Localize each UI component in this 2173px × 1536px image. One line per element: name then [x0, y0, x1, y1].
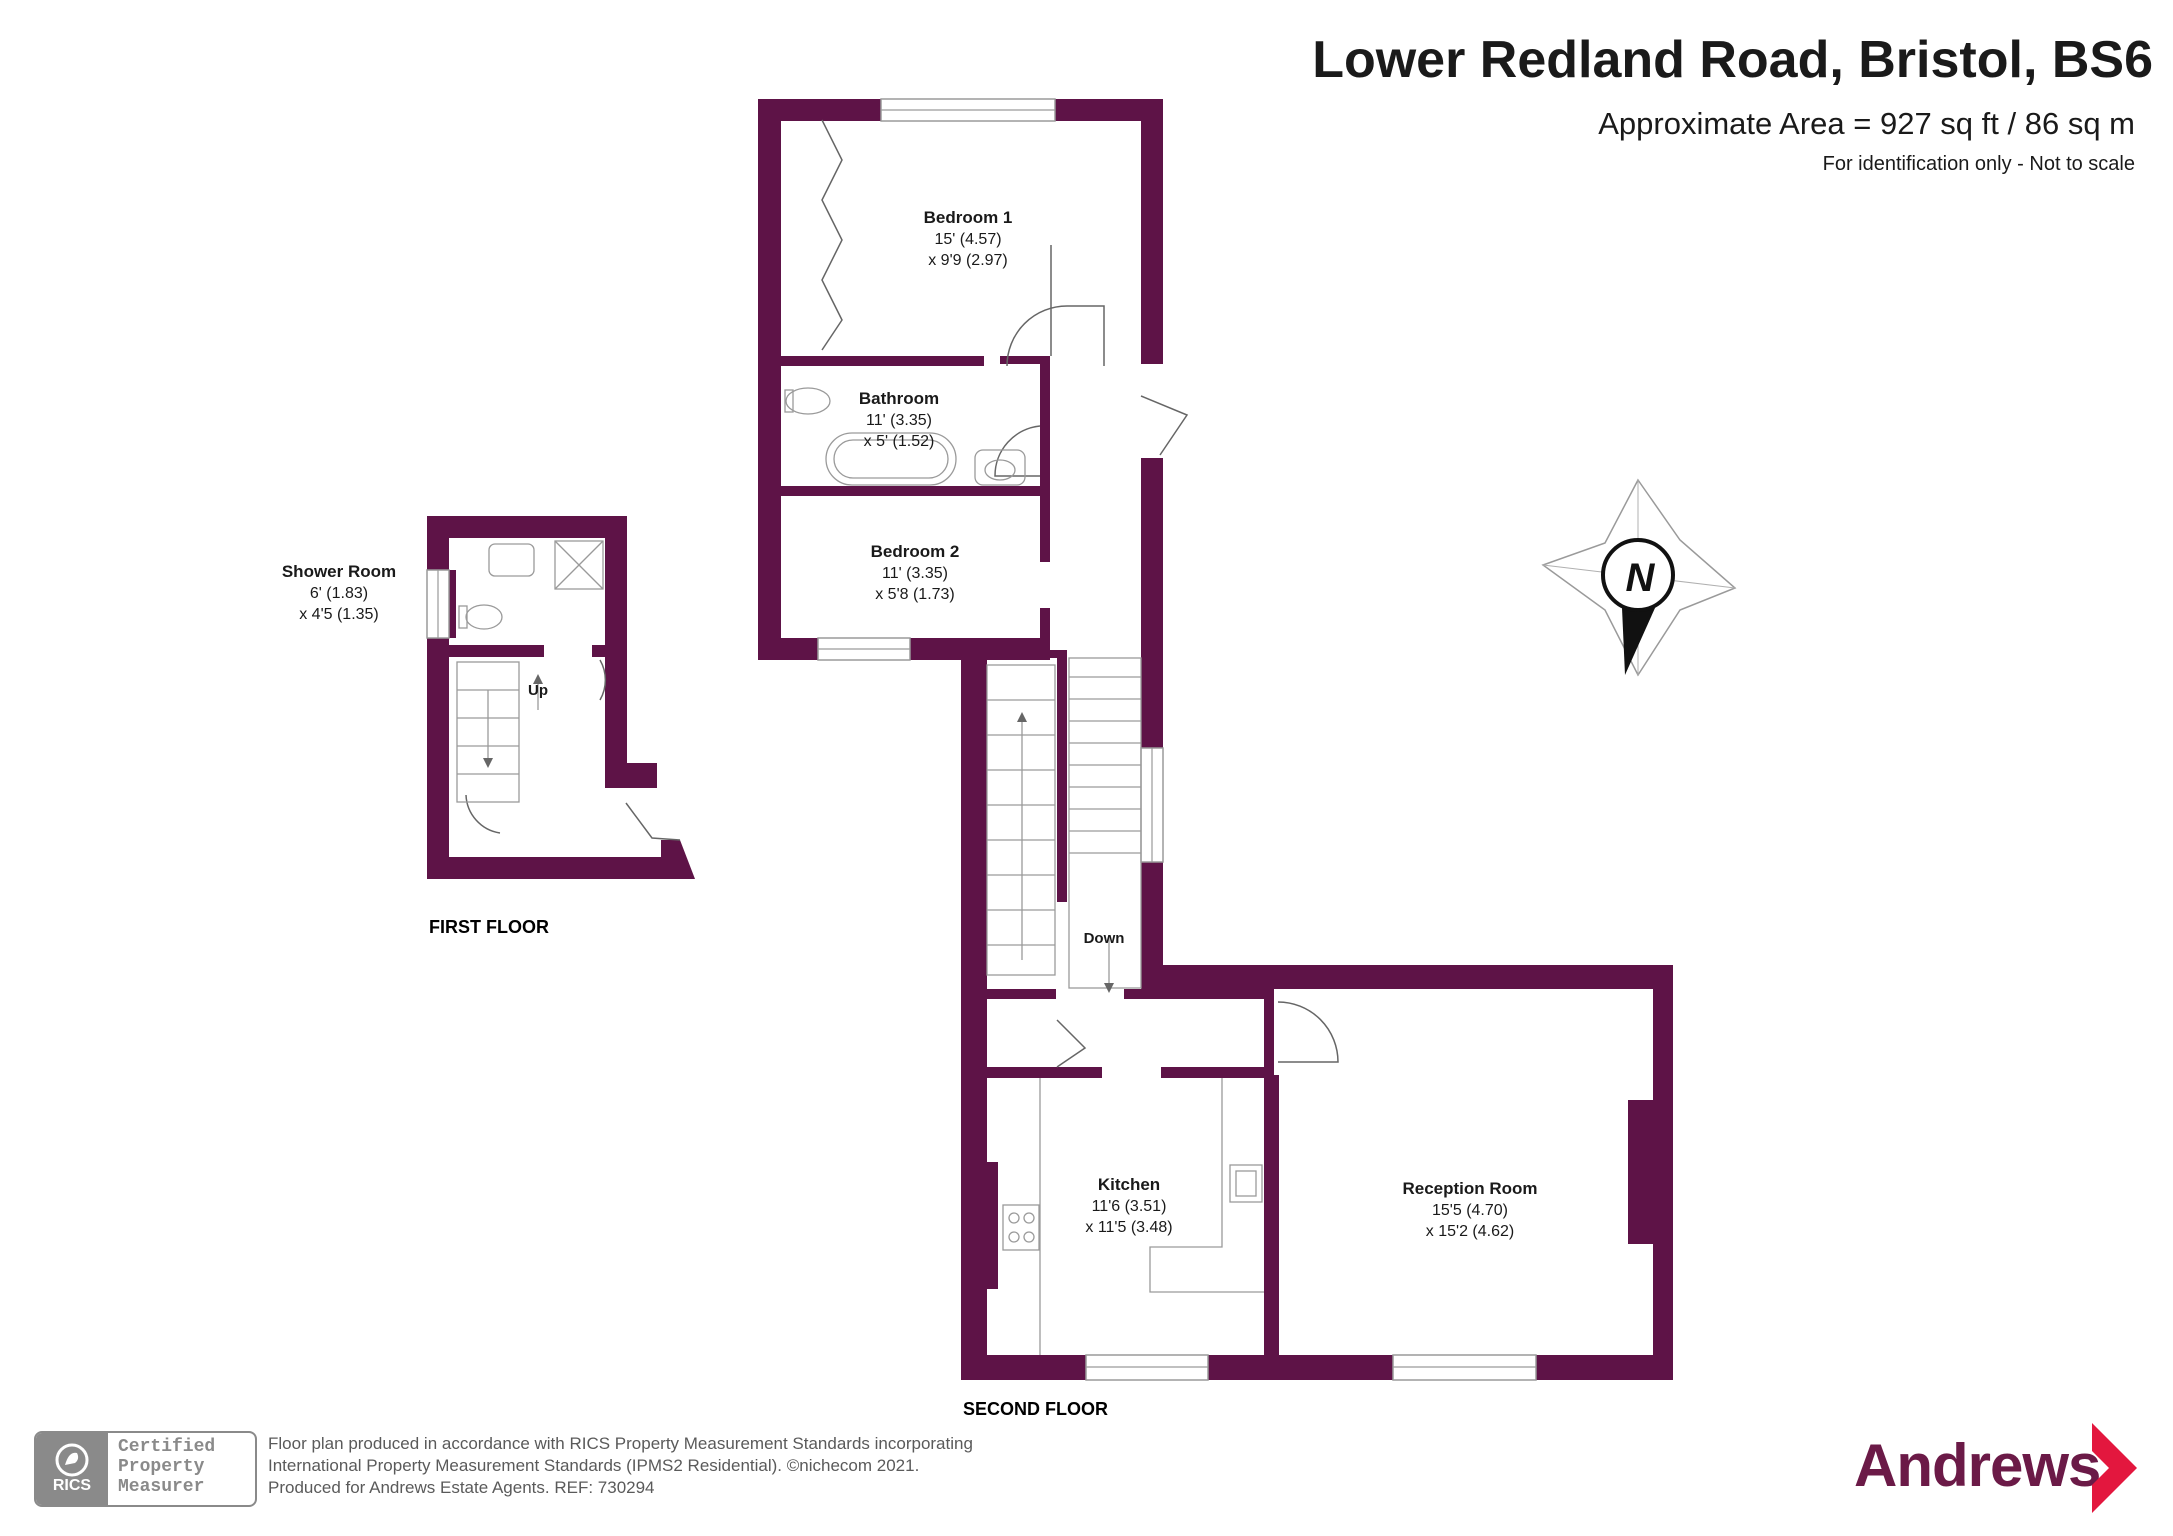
window-sills — [437, 109, 1536, 1368]
compass: N — [1541, 478, 1737, 677]
room-shower-room: Shower Room 6' (1.83) x 4'5 (1.35) — [282, 562, 396, 623]
scale-note: For identification only - Not to scale — [1822, 153, 2135, 175]
room-dimension: 15' (4.57) — [934, 231, 1001, 248]
room-name: Bedroom 2 — [871, 542, 960, 561]
room-name: Bedroom 1 — [924, 208, 1013, 227]
rics-logo-text: RICS — [52, 1477, 92, 1494]
stairs — [456, 657, 1142, 990]
room-dimension: x 11'5 (3.48) — [1085, 1219, 1172, 1236]
north-label: N — [1626, 556, 1656, 600]
disclaimer-line: Floor plan produced in accordance with R… — [268, 1434, 973, 1453]
badge-line: Property — [118, 1457, 205, 1477]
room-dimension: 6' (1.83) — [310, 585, 368, 602]
stair-up-label: Up — [528, 682, 548, 699]
room-dimension: x 4'5 (1.35) — [299, 606, 379, 623]
disclaimer-line: Produced for Andrews Estate Agents. REF:… — [268, 1478, 655, 1497]
rics-badge: RICS Certified Property Measurer — [34, 1431, 257, 1507]
floor-label-first: FIRST FLOOR — [429, 917, 549, 937]
lion-icon — [55, 1443, 89, 1477]
room-name: Kitchen — [1098, 1175, 1160, 1194]
brand-arrow-icon — [2092, 1423, 2137, 1513]
stair-arrows — [483, 674, 1114, 993]
room-name: Bathroom — [859, 389, 939, 408]
room-dimension: 15'5 (4.70) — [1432, 1202, 1508, 1219]
room-dimension: x 5'8 (1.73) — [875, 586, 955, 603]
brand-logo: Andrews — [1854, 1423, 2154, 1513]
room-dimension: 11' (3.35) — [866, 412, 932, 429]
room-bathroom: Bathroom 11' (3.35) x 5' (1.52) — [859, 389, 939, 450]
room-dimension: x 15'2 (4.62) — [1426, 1223, 1514, 1240]
room-bedroom-2: Bedroom 2 11' (3.35) x 5'8 (1.73) — [871, 542, 960, 603]
plan-title: Lower Redland Road, Bristol, BS6 — [1312, 31, 2153, 89]
floor-label-second: SECOND FLOOR — [963, 1399, 1108, 1419]
doors — [465, 119, 1339, 1068]
room-bedroom-1: Bedroom 1 15' (4.57) x 9'9 (2.97) — [924, 208, 1013, 269]
room-name: Shower Room — [282, 562, 396, 581]
fixtures — [458, 387, 1264, 1355]
walls — [427, 99, 1673, 1380]
disclaimer: Floor plan produced in accordance with R… — [268, 1433, 973, 1499]
area-summary: Approximate Area = 927 sq ft / 86 sq m — [1598, 106, 2135, 141]
room-dimension: x 5' (1.52) — [864, 433, 935, 450]
disclaimer-line: International Property Measurement Stand… — [268, 1456, 920, 1475]
badge-line: Measurer — [118, 1477, 205, 1497]
room-dimension: 11' (3.35) — [882, 565, 948, 582]
stair-down-label: Down — [1084, 930, 1125, 947]
room-reception-room: Reception Room 15'5 (4.70) x 15'2 (4.62) — [1402, 1179, 1537, 1240]
room-kitchen: Kitchen 11'6 (3.51) x 11'5 (3.48) — [1085, 1175, 1172, 1236]
room-dimension: x 9'9 (2.97) — [928, 252, 1008, 269]
badge-line: Certified — [118, 1437, 216, 1457]
brand-name: Andrews — [1854, 1432, 2101, 1499]
room-dimension: 11'6 (3.51) — [1092, 1198, 1167, 1215]
rics-logo: RICS — [36, 1433, 108, 1505]
room-name: Reception Room — [1402, 1179, 1537, 1198]
